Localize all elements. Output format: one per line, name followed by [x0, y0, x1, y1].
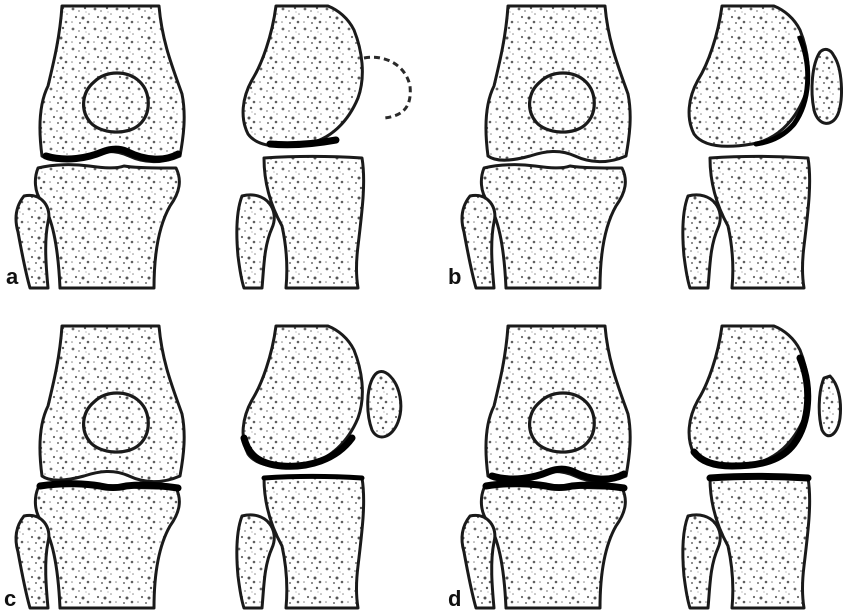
- lateral-view-a: [237, 6, 410, 288]
- frontal-view-a: [16, 6, 184, 288]
- panel-d: d: [448, 326, 841, 611]
- panel-c: c: [4, 326, 401, 611]
- panel-label-c: c: [4, 586, 16, 611]
- lateral-view-d: [683, 326, 841, 608]
- lateral-view-b: [683, 6, 842, 288]
- panel-label-b: b: [448, 264, 461, 289]
- panel-b: b: [448, 6, 841, 289]
- panel-label-d: d: [448, 586, 461, 611]
- panel-a: a: [6, 6, 410, 289]
- lateral-view-c: [237, 326, 401, 608]
- frontal-view-d: [462, 326, 630, 608]
- frontal-view-b: [462, 6, 630, 288]
- panel-label-a: a: [6, 264, 19, 289]
- frontal-view-c: [16, 326, 184, 608]
